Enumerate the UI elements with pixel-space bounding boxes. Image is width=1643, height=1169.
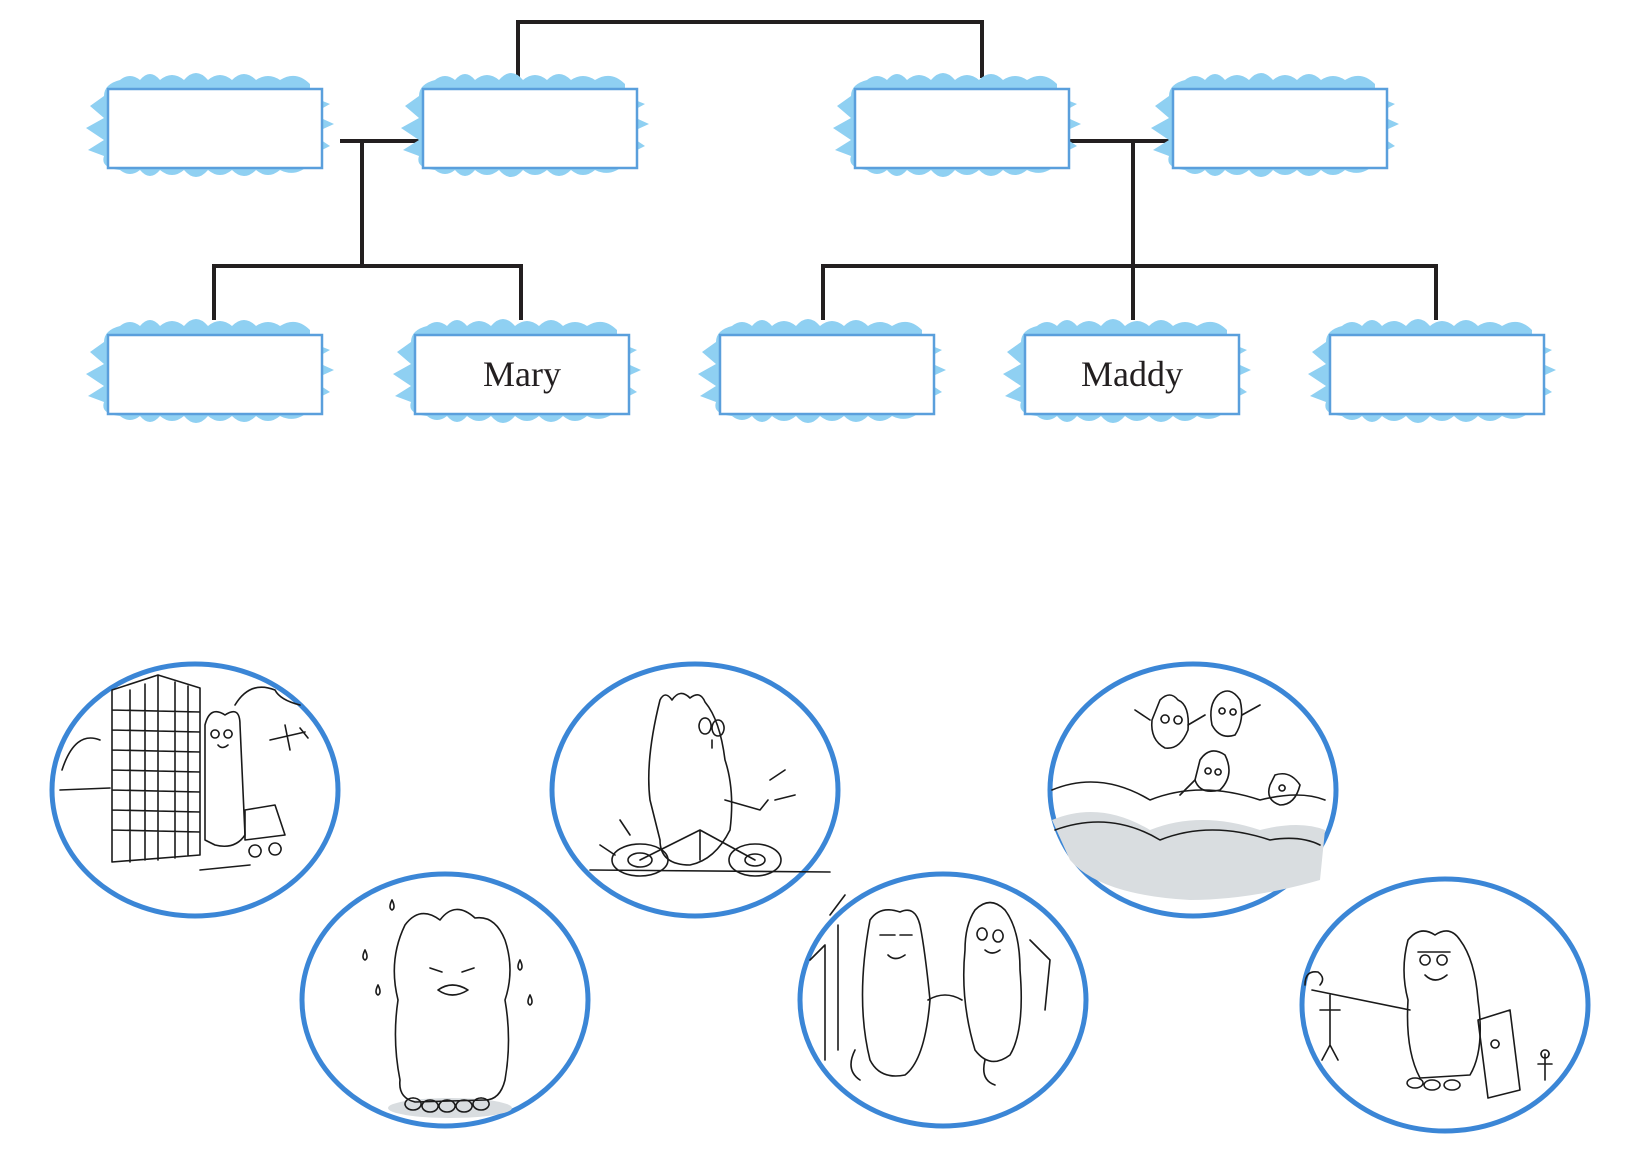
grandparent-box-3[interactable] (833, 73, 1081, 177)
name-box[interactable] (413, 333, 631, 416)
circle-frame (797, 871, 1089, 1129)
monster-by-skyscraper-icon (59, 674, 309, 871)
flying-monsters-over-waves-icon (1051, 690, 1326, 900)
box-label: Mary (483, 354, 561, 394)
name-box[interactable] (1023, 333, 1241, 416)
monster-with-cane-icon (1304, 930, 1553, 1099)
grandparents-top-connector (516, 20, 984, 78)
name-box[interactable] (718, 333, 936, 416)
name-box[interactable] (421, 87, 639, 170)
circle-frame (49, 661, 341, 919)
child-box-2[interactable]: Mary (393, 319, 641, 423)
name-box[interactable] (106, 87, 324, 170)
grandparent-box-1[interactable] (86, 73, 334, 177)
child-box-3[interactable] (698, 319, 946, 423)
picture-circle-2[interactable] (549, 661, 841, 919)
picture-circle-1[interactable] (49, 661, 341, 919)
right-couple-connector (821, 139, 1438, 320)
name-box[interactable] (853, 87, 1071, 170)
child-box-1[interactable] (86, 319, 334, 423)
picture-circle-3[interactable] (1047, 661, 1339, 919)
picture-circle-6[interactable] (1299, 876, 1591, 1134)
child-box-4[interactable]: Maddy (1003, 319, 1251, 423)
box-label: Maddy (1081, 354, 1183, 394)
name-box[interactable] (1328, 333, 1546, 416)
crying-monster-icon (362, 899, 533, 1118)
left-couple-connector (212, 139, 523, 320)
grandparent-box-2[interactable] (401, 73, 649, 177)
circle-frame (1299, 876, 1591, 1134)
picture-circle-4[interactable] (299, 871, 591, 1129)
circle-frame (299, 871, 591, 1129)
two-monsters-walking-icon (809, 894, 1051, 1086)
tree-boxes: Mary Maddy (86, 73, 1556, 423)
monster-on-bicycle-icon (589, 692, 831, 877)
grandparent-box-4[interactable] (1151, 73, 1399, 177)
picture-circle-5[interactable] (797, 871, 1089, 1129)
tree-connectors (212, 20, 1438, 320)
picture-cards (49, 661, 1591, 1134)
circle-frame (549, 661, 841, 919)
child-box-5[interactable] (1308, 319, 1556, 423)
name-box[interactable] (106, 333, 324, 416)
name-box[interactable] (1171, 87, 1389, 170)
